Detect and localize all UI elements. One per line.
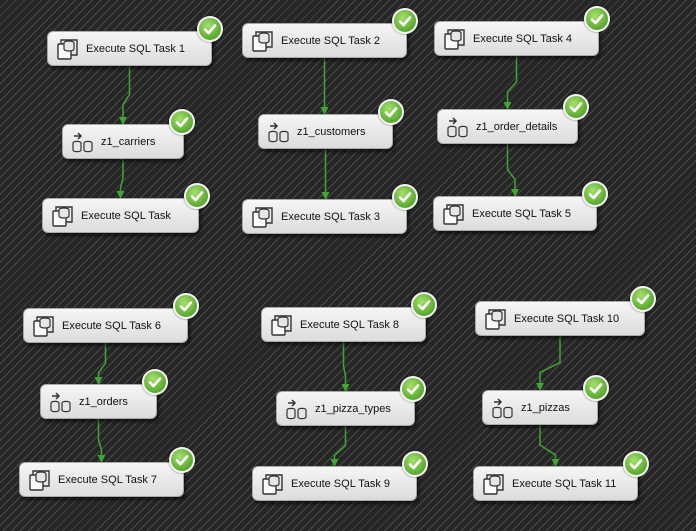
data-flow-task[interactable]: z1_carriers [62,109,195,159]
execute-sql-icon [32,314,56,338]
execute-sql-task[interactable]: Execute SQL Task 1 [47,16,223,66]
precedence-arrow[interactable] [330,426,347,467]
precedence-arrow[interactable] [341,342,350,392]
task-label: z1_carriers [101,135,156,148]
execute-sql-icon [484,307,508,331]
data-flow-icon [491,396,515,420]
success-check-icon [563,94,589,120]
success-check-icon [582,181,608,207]
execute-sql-task[interactable]: Execute SQL Task [42,183,210,233]
success-check-icon [378,99,404,125]
precedence-arrow[interactable] [116,159,125,199]
task-label: Execute SQL Task 1 [86,42,186,55]
success-check-icon [400,376,426,402]
data-flow-task[interactable]: z1_orders [40,369,168,419]
execute-sql-icon [442,202,466,226]
task-label: z1_pizza_types [315,402,391,415]
data-flow-icon [267,120,291,144]
execute-sql-task[interactable]: Execute SQL Task 9 [252,451,428,501]
success-check-icon [392,184,418,210]
execute-sql-task[interactable]: Execute SQL Task 2 [242,8,418,58]
data-flow-icon [285,397,309,421]
success-check-icon [142,369,168,395]
task-label: Execute SQL Task 5 [472,207,572,220]
execute-sql-icon [251,29,275,53]
execute-sql-icon [56,37,80,61]
execute-sql-icon [51,204,75,228]
success-check-icon [173,293,199,319]
task-label: z1_order_details [476,120,558,133]
execute-sql-task[interactable]: Execute SQL Task 7 [19,447,195,497]
success-check-icon [623,451,649,477]
success-check-icon [402,451,428,477]
execute-sql-task[interactable]: Execute SQL Task 6 [23,293,199,343]
success-check-icon [584,6,610,32]
task-label: Execute SQL Task 10 [514,312,620,325]
data-flow-icon [71,130,95,154]
execute-sql-icon [251,205,275,229]
task-label: Execute SQL Task 6 [62,319,162,332]
execute-sql-icon [28,468,52,492]
execute-sql-icon [443,27,467,51]
execute-sql-task[interactable]: Execute SQL Task 11 [473,451,649,501]
task-label: Execute SQL Task 3 [281,210,381,223]
success-check-icon [184,183,210,209]
success-check-icon [169,109,195,135]
task-label: z1_orders [79,395,128,408]
data-flow-icon [446,115,470,139]
success-check-icon [630,286,656,312]
execute-sql-task[interactable]: Execute SQL Task 10 [475,286,656,336]
data-flow-icon [49,390,73,414]
success-check-icon [392,8,418,34]
success-check-icon [583,375,609,401]
success-check-icon [411,292,437,318]
precedence-arrow[interactable] [119,66,131,125]
task-label: Execute SQL Task 8 [300,318,400,331]
execute-sql-task[interactable]: Execute SQL Task 8 [261,292,437,342]
execute-sql-task[interactable]: Execute SQL Task 5 [433,181,608,231]
precedence-arrow[interactable] [94,343,107,385]
execute-sql-task[interactable]: Execute SQL Task 4 [434,6,610,56]
success-check-icon [197,16,223,42]
execute-sql-icon [261,472,285,496]
task-label: Execute SQL Task 9 [291,477,391,490]
task-label: Execute SQL Task [81,209,171,222]
task-label: z1_pizzas [521,401,570,414]
execute-sql-task[interactable]: Execute SQL Task 3 [242,184,418,234]
precedence-arrow[interactable] [506,144,519,197]
data-flow-task[interactable]: z1_order_details [437,94,589,144]
success-check-icon [169,447,195,473]
data-flow-task[interactable]: z1_pizzas [482,375,609,425]
data-flow-task[interactable]: z1_customers [258,99,404,149]
execute-sql-icon [270,313,294,337]
execute-sql-icon [482,472,506,496]
task-label: Execute SQL Task 7 [58,473,158,486]
precedence-arrow[interactable] [503,56,518,110]
task-label: Execute SQL Task 2 [281,34,381,47]
task-label: z1_customers [297,125,366,138]
task-label: Execute SQL Task 11 [512,477,617,490]
task-label: Execute SQL Task 4 [473,32,573,45]
data-flow-task[interactable]: z1_pizza_types [276,376,426,426]
precedence-arrow[interactable] [97,419,106,463]
precedence-arrow[interactable] [536,336,561,391]
precedence-arrow[interactable] [539,425,560,467]
